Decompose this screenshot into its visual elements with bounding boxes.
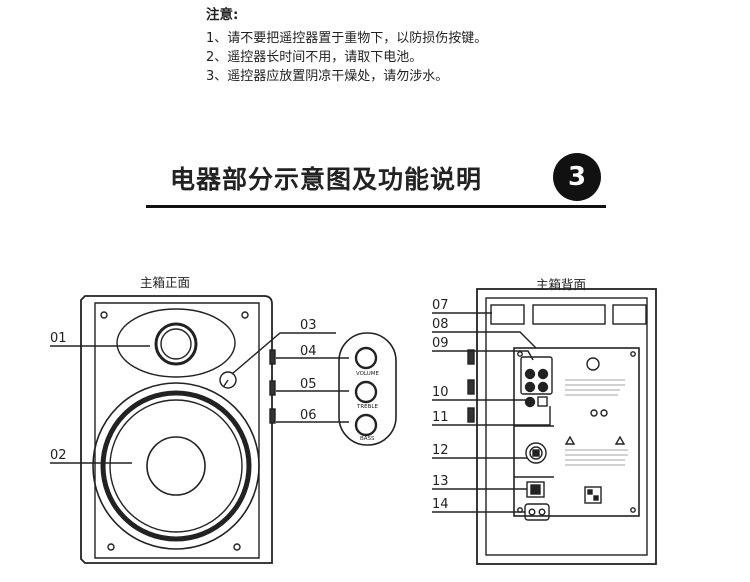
note-item-1: 1、请不要把遥控器置于重物下，以防损伤按键。 <box>206 31 488 46</box>
port-icon <box>490 304 525 325</box>
port-icon <box>612 304 647 325</box>
notes-title: 注意: <box>206 7 239 23</box>
coaxial-jack-icon <box>524 396 536 408</box>
warning-icon <box>614 435 626 445</box>
cert-mark-icon <box>600 409 608 417</box>
callout-02: 02 <box>50 448 67 463</box>
side-knob-nub-icon <box>269 408 276 424</box>
notes-block: 注意: 1、请不要把遥控器置于重物下，以防损伤按键。 2、遥控器长时间不用，请取… <box>206 6 487 86</box>
rear-panel <box>513 347 640 517</box>
note-item-3: 3、遥控器应放置阴凉干燥处，请勿涉水。 <box>206 69 449 84</box>
section-title: 电器部分示意图及功能说明 <box>170 165 483 194</box>
optical-jack-icon <box>537 396 548 407</box>
callout-13: 13 <box>432 474 449 489</box>
side-knob-nub-icon <box>467 379 475 395</box>
front-speaker-cabinet <box>80 295 273 564</box>
treble-label: TREBLE <box>356 404 378 410</box>
front-view-label: 主箱正面 <box>140 275 191 290</box>
side-knob-nub-icon <box>269 349 276 365</box>
brand-logo-icon <box>586 357 600 371</box>
bass-label: BASS <box>360 436 375 442</box>
screw-icon <box>107 543 115 551</box>
side-knob-nub-icon <box>269 380 276 396</box>
screw-icon <box>241 311 249 319</box>
woofer-icon <box>92 382 260 550</box>
callout-03: 03 <box>300 318 317 333</box>
callout-10: 10 <box>432 385 449 400</box>
led-indicator-icon <box>219 371 237 389</box>
volume-knob-icon <box>354 346 378 370</box>
callout-01: 01 <box>50 331 67 346</box>
knob-panel <box>338 332 397 446</box>
callout-12: 12 <box>432 443 449 458</box>
screw-icon <box>100 311 108 319</box>
callout-14: 14 <box>432 497 449 512</box>
screw-icon <box>233 543 241 551</box>
warning-icon <box>564 435 576 445</box>
note-item-2: 2、遥控器长时间不用，请取下电池。 <box>206 50 423 65</box>
rca-input-jacks-icon <box>520 356 553 395</box>
cert-mark-icon <box>590 409 598 417</box>
tweeter-icon <box>116 308 236 378</box>
callout-11: 11 <box>432 410 449 425</box>
side-knob-nub-icon <box>467 349 475 365</box>
back-speaker-cabinet <box>476 288 657 565</box>
treble-knob-icon <box>354 380 378 404</box>
side-knob-nub-icon <box>467 407 475 423</box>
volume-label: VOLUME <box>356 371 380 377</box>
callout-09: 09 <box>432 336 449 351</box>
callout-08: 08 <box>432 317 449 332</box>
callout-04: 04 <box>300 344 317 359</box>
callout-05: 05 <box>300 377 317 392</box>
section-number-badge: 3 <box>553 153 601 201</box>
qr-code-icon <box>584 486 602 504</box>
section-underline <box>146 205 606 208</box>
callout-07: 07 <box>432 298 449 313</box>
bass-knob-icon <box>354 413 378 437</box>
speaker-output-socket-icon <box>525 442 547 464</box>
callout-06: 06 <box>300 408 317 423</box>
port-icon <box>532 304 606 325</box>
